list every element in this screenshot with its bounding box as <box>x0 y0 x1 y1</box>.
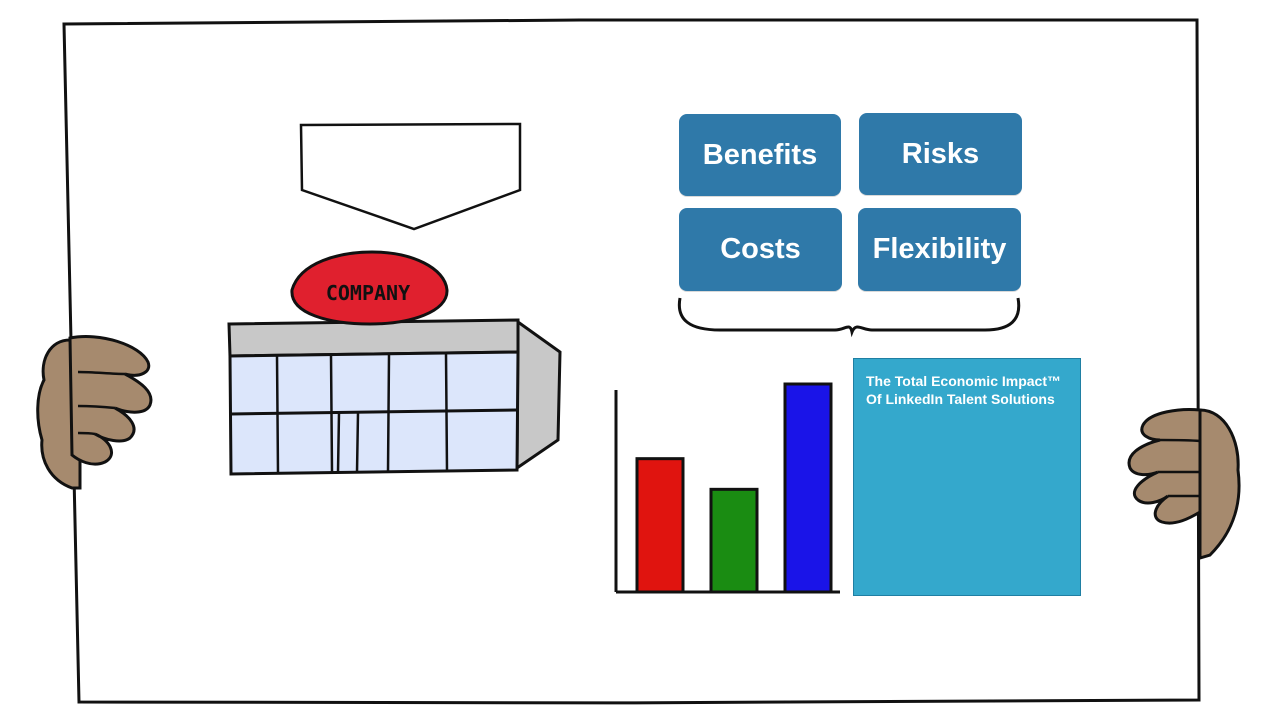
curly-brace-shape <box>677 297 1021 338</box>
left-hand-icon <box>36 335 153 490</box>
bar-chart <box>614 382 840 594</box>
benefits-tile: Benefits <box>679 114 841 196</box>
flexibility-tile: Flexibility <box>858 208 1021 291</box>
chart-bar <box>783 382 833 594</box>
company-sign-label: COMPANY <box>326 281 410 305</box>
costs-tile: Costs <box>679 208 842 291</box>
risks-tile: Risks <box>859 113 1022 195</box>
arrow-pentagon-shape <box>299 122 522 231</box>
report-title: The Total Economic Impact™ Of LinkedIn T… <box>866 373 1061 407</box>
chart-bar <box>709 487 759 594</box>
right-hand-icon <box>1127 408 1241 561</box>
chart-bar <box>635 457 685 594</box>
company-sign: COMPANY <box>290 250 449 326</box>
report-cover: The Total Economic Impact™ Of LinkedIn T… <box>853 358 1081 596</box>
company-building-icon <box>227 318 562 476</box>
